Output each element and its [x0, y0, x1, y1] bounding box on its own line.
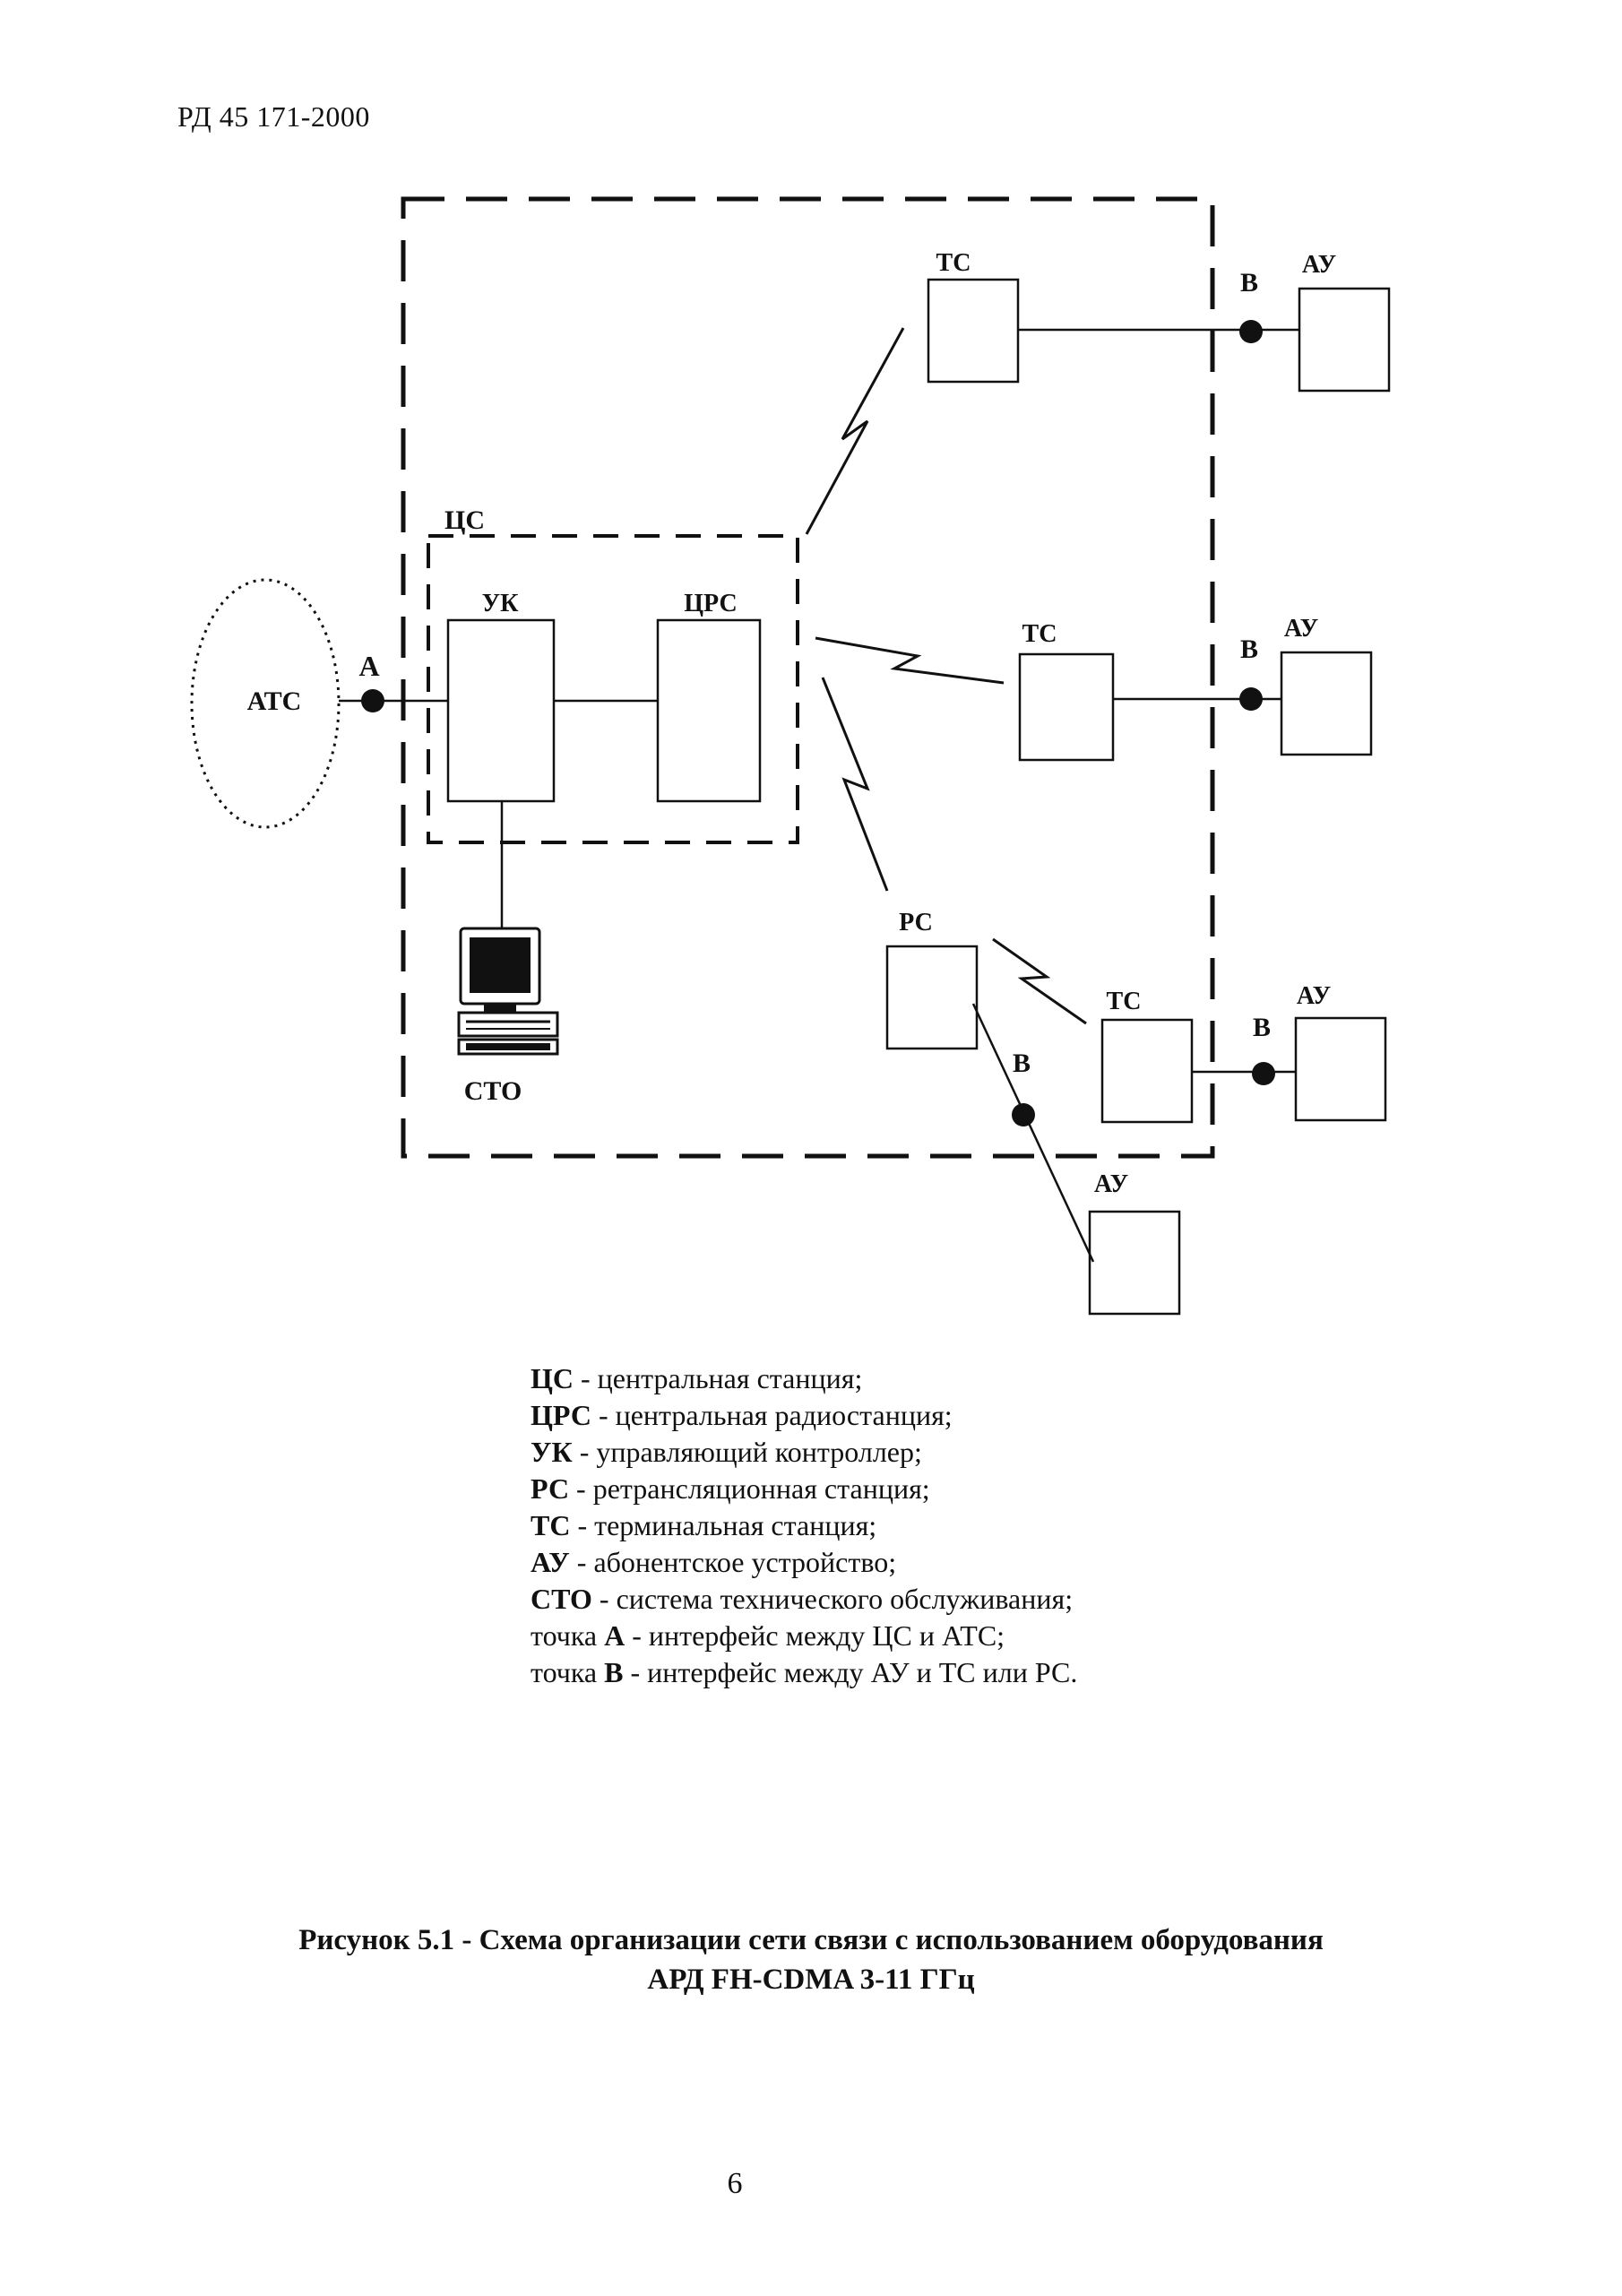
radio-link-ts-top	[805, 327, 905, 535]
point-b-middle-label: В	[1240, 634, 1258, 664]
uk-box	[446, 618, 556, 803]
figure-caption: Рисунок 5.1 - Схема организации сети свя…	[0, 1921, 1622, 1999]
au-rs-label: АУ	[1094, 1170, 1128, 1198]
point-b-rs-label: В	[1013, 1049, 1031, 1078]
ts-bottom-label: ТС	[1107, 988, 1142, 1015]
au-bottom-label: АУ	[1297, 982, 1331, 1010]
au-middle-label: АУ	[1284, 615, 1318, 643]
legend-item: ТС - терминальная станция;	[531, 1509, 877, 1541]
legend-list: ЦС - центральная станция; ЦРС - централь…	[531, 1360, 1077, 1691]
rs-box	[885, 945, 979, 1050]
ts-top-label: ТС	[936, 249, 971, 277]
legend-item: точка А - интерфейс между ЦС и АТС;	[531, 1619, 1005, 1652]
point-b-bottom-label: В	[1253, 1013, 1271, 1042]
ts-top-box	[927, 278, 1020, 384]
point-a-dot	[361, 689, 384, 712]
figure-caption-line-2: АРД FH-CDMA 3-11 ГГц	[647, 1964, 975, 1996]
legend-item: СТО - система технического обслуживания;	[531, 1583, 1074, 1615]
sto-label: СТО	[464, 1076, 522, 1106]
point-b-bottom-dot	[1252, 1062, 1275, 1085]
rs-label: РС	[899, 909, 933, 937]
legend-item: ЦС - центральная станция;	[531, 1362, 863, 1394]
rs-au-link	[971, 1003, 1095, 1263]
crs-box	[656, 618, 762, 803]
au-bottom-box	[1294, 1016, 1387, 1122]
au-top-box	[1298, 287, 1391, 393]
legend-item: РС - ретрансляционная станция;	[531, 1472, 930, 1505]
au-rs-box	[1088, 1210, 1181, 1316]
computer-icon	[457, 927, 559, 1056]
radio-link-ts-middle	[815, 636, 1005, 685]
legend-item: точка В - интерфейс между АУ и ТС или РС…	[531, 1656, 1078, 1688]
point-b-top-dot	[1239, 320, 1263, 343]
legend-item: УК - управляющий контроллер;	[531, 1436, 922, 1468]
ts-middle-label: ТС	[1022, 620, 1057, 648]
page-number: 6	[727, 2167, 743, 2200]
au-middle-box	[1280, 651, 1373, 756]
ats-label: АТС	[247, 686, 302, 716]
document-code: РД 45 171-2000	[177, 100, 370, 133]
ts-bottom-box	[1100, 1018, 1194, 1124]
uk-label: УК	[482, 590, 520, 617]
legend-item: АУ - абонентское устройство;	[531, 1546, 897, 1578]
point-b-rs-dot	[1012, 1103, 1035, 1126]
crs-label: ЦРС	[684, 590, 737, 617]
ts-middle-box	[1018, 652, 1115, 762]
point-b-top-label: В	[1240, 268, 1258, 298]
network-diagram: АТС А ЦС УК ЦРС СТО ТС В АУ ТС В АУ	[190, 196, 1391, 1316]
point-a-label: А	[358, 650, 379, 682]
point-b-middle-dot	[1239, 687, 1263, 711]
au-top-label: АУ	[1302, 251, 1336, 279]
figure-caption-line-1: Рисунок 5.1 - Схема организации сети свя…	[298, 1924, 1324, 1956]
outer-boundary	[401, 196, 1215, 1159]
cs-boundary	[427, 534, 799, 844]
legend-item: ЦРС - центральная радиостанция;	[531, 1399, 953, 1431]
ats-ellipse	[190, 578, 341, 829]
cs-label: ЦС	[444, 505, 485, 535]
radio-link-rs-ts	[992, 937, 1087, 1025]
radio-link-rs	[821, 677, 889, 892]
